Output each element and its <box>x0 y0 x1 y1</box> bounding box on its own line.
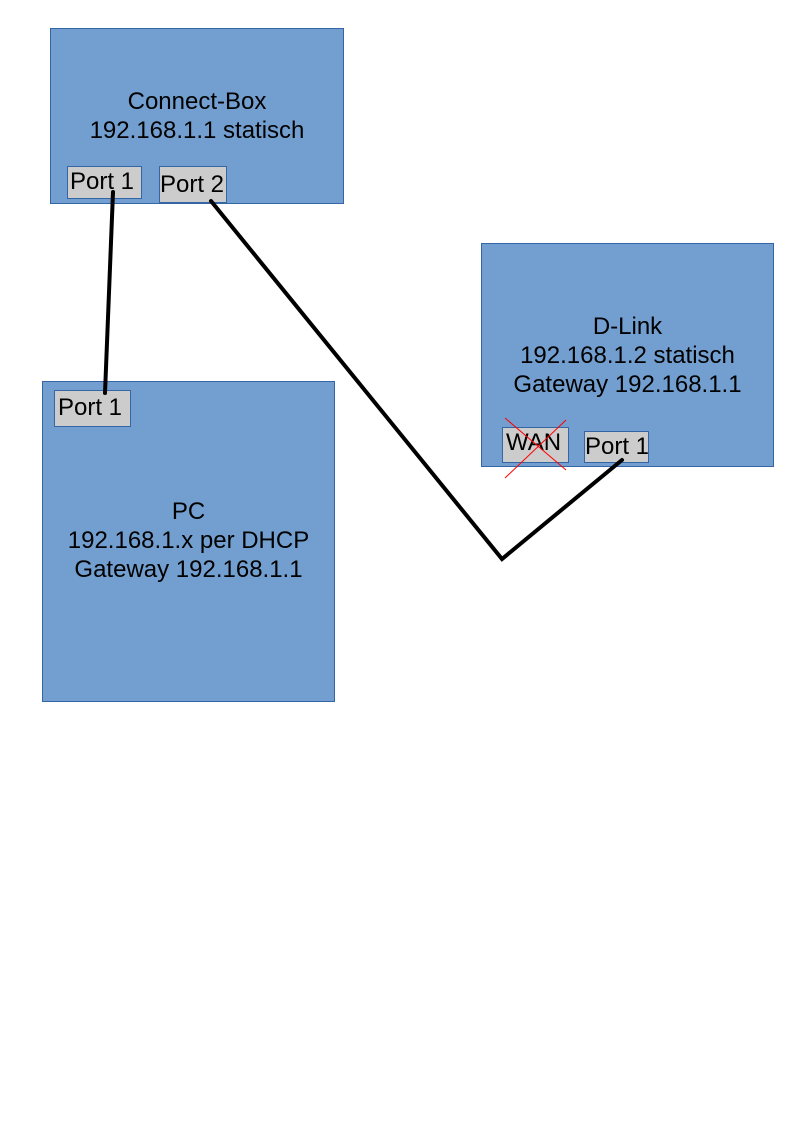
pc-node: PC 192.168.1.x per DHCP Gateway 192.168.… <box>42 381 335 702</box>
pc-port-1-label: Port 1 <box>58 394 123 421</box>
dlink-port-wan: WAN <box>502 427 569 463</box>
connect-box-port-2-label: Port 2 <box>160 171 225 198</box>
dlink-port-1-label: Port 1 <box>585 433 650 460</box>
connect-box-port-1-label: Port 1 <box>70 168 135 195</box>
dlink-port-1: Port 1 <box>584 431 649 463</box>
cable-connect-box-to-pc <box>103 190 115 395</box>
dlink-port-wan-label: WAN <box>506 429 562 456</box>
dlink-ip: 192.168.1.2 statisch <box>520 342 735 369</box>
dlink-label: D-Link 192.168.1.2 statisch Gateway 192.… <box>482 312 773 399</box>
pc-ip: 192.168.1.x per DHCP <box>67 527 310 554</box>
connect-box-label: Connect-Box 192.168.1.1 statisch <box>51 87 343 145</box>
connect-box-name: Connect-Box <box>127 88 267 115</box>
pc-label: PC 192.168.1.x per DHCP Gateway 192.168.… <box>43 497 334 584</box>
connect-box-port-2: Port 2 <box>159 166 227 203</box>
pc-gateway: Gateway 192.168.1.1 <box>74 556 303 583</box>
pc-name: PC <box>171 498 206 525</box>
pc-port-1: Port 1 <box>54 390 131 427</box>
dlink-name: D-Link <box>592 313 663 340</box>
connect-box-ip: 192.168.1.1 statisch <box>89 117 305 144</box>
connect-box-port-1: Port 1 <box>67 166 142 199</box>
dlink-gateway: Gateway 192.168.1.1 <box>513 371 742 398</box>
